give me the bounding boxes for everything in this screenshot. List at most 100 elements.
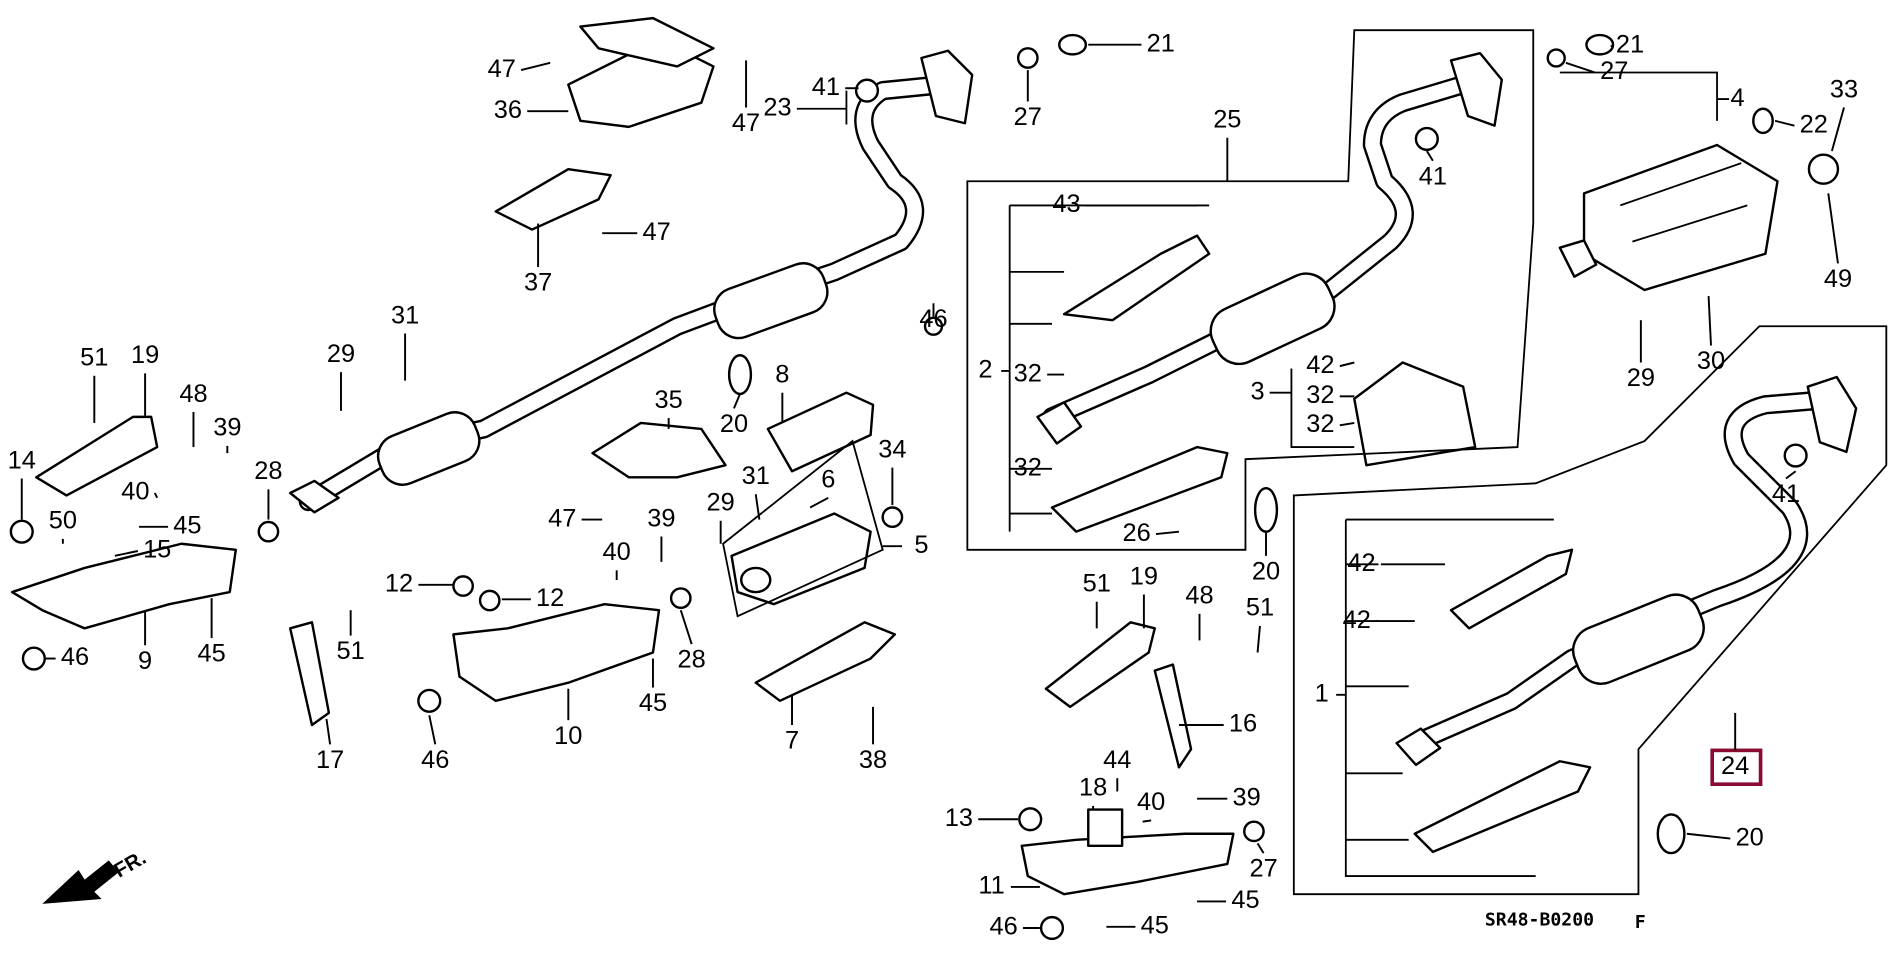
bracket-19-right[interactable] [1044,621,1156,709]
exhaust-pipe-24[interactable] [1395,375,1858,767]
callout-9[interactable]: 9 [138,647,152,675]
callout-10[interactable]: 10 [554,722,582,750]
callout-45[interactable]: 45 [1231,886,1259,914]
callout-13[interactable]: 13 [945,804,973,832]
callout-30[interactable]: 30 [1697,347,1725,375]
callout-6[interactable]: 6 [821,466,835,494]
rubber-mount-20[interactable] [727,33,1774,855]
callout-45[interactable]: 45 [173,512,201,540]
callout-12[interactable]: 12 [385,570,413,598]
callout-50[interactable]: 50 [49,507,77,535]
callout-41[interactable]: 41 [812,73,840,101]
bracket-18[interactable] [1087,808,1124,848]
callout-44[interactable]: 44 [1103,746,1131,774]
gaskets[interactable] [9,47,1840,941]
callout-48[interactable]: 48 [1185,582,1213,610]
callout-48[interactable]: 48 [179,380,207,408]
exhaust-pipe-11[interactable] [1020,832,1235,896]
callout-47[interactable]: 47 [732,109,760,137]
callout-32[interactable]: 32 [1306,381,1334,409]
callout-31[interactable]: 31 [391,301,419,329]
callout-21[interactable]: 21 [1616,31,1644,59]
callout-11[interactable]: 11 [978,872,1004,900]
callout-46[interactable]: 46 [421,746,449,774]
bracket-16[interactable] [1153,663,1193,769]
callout-43[interactable]: 43 [1052,190,1080,218]
callout-41[interactable]: 41 [1772,480,1800,508]
callout-40[interactable]: 40 [121,478,149,506]
callout-20[interactable]: 20 [1252,557,1280,585]
callout-19[interactable]: 19 [131,341,159,369]
callout-25[interactable]: 25 [1213,106,1241,134]
heat-shield-35[interactable] [591,421,727,479]
callout-8[interactable]: 8 [775,361,789,389]
callout-18[interactable]: 18 [1079,774,1107,802]
callout-40[interactable]: 40 [1137,788,1165,816]
callout-46[interactable]: 46 [919,305,947,333]
callout-47[interactable]: 47 [488,55,516,83]
stiffener-2[interactable] [1050,234,1229,533]
callout-20[interactable]: 20 [1736,823,1764,851]
callout-28[interactable]: 28 [254,457,282,485]
callout-32[interactable]: 32 [1014,359,1042,387]
callout-42[interactable]: 42 [1306,351,1334,379]
callout-2[interactable]: 2 [978,356,992,384]
bracket-19-left[interactable] [35,415,159,497]
heat-shield-36-top[interactable] [579,16,715,68]
callout-19[interactable]: 19 [1130,562,1158,590]
callout-51[interactable]: 51 [80,344,108,372]
callout-49[interactable]: 49 [1824,265,1852,293]
callout-51[interactable]: 51 [1083,570,1111,598]
callout-27[interactable]: 27 [1600,57,1628,85]
callout-27[interactable]: 27 [1014,103,1042,131]
callout-35[interactable]: 35 [655,386,683,414]
callout-23[interactable]: 23 [763,93,791,121]
callout-21[interactable]: 21 [1147,29,1175,57]
callout-38[interactable]: 38 [859,746,887,774]
callout-22[interactable]: 22 [1800,110,1828,138]
callout-29[interactable]: 29 [1627,364,1655,392]
callout-46[interactable]: 46 [990,913,1018,941]
callout-39[interactable]: 39 [647,504,675,532]
exhaust-pipe-23[interactable] [288,49,974,514]
callout-37[interactable]: 37 [524,269,552,297]
callout-1[interactable]: 1 [1315,680,1329,708]
callout-7[interactable]: 7 [785,727,799,755]
stiffener-1[interactable] [1413,548,1592,854]
callout-29[interactable]: 29 [707,489,735,517]
callout-51[interactable]: 51 [337,637,365,665]
callout-51[interactable]: 51 [1246,594,1274,622]
callout-36[interactable]: 36 [494,96,522,124]
callout-26[interactable]: 26 [1123,519,1151,547]
callout-39[interactable]: 39 [1233,783,1261,811]
bracket-17[interactable] [288,621,331,727]
callout-29[interactable]: 29 [327,340,355,368]
callout-34[interactable]: 34 [878,435,906,463]
callout-45[interactable]: 45 [639,689,667,717]
callout-17[interactable]: 17 [316,746,344,774]
exhaust-pipe-10[interactable] [452,602,661,703]
exhaust-pipe-25[interactable] [1036,51,1504,445]
exhaust-manifold-pipe-9[interactable] [10,542,237,630]
callout-4[interactable]: 4 [1731,84,1745,112]
callout-31[interactable]: 31 [742,462,770,490]
callout-33[interactable]: 33 [1830,75,1858,103]
callout-3[interactable]: 3 [1250,377,1264,405]
callout-39[interactable]: 39 [213,414,241,442]
callout-40[interactable]: 40 [603,538,631,566]
callout-45[interactable]: 45 [197,640,225,668]
callout-47[interactable]: 47 [548,504,576,532]
callout-46[interactable]: 46 [61,643,89,671]
callout-16[interactable]: 16 [1229,710,1257,738]
callout-27[interactable]: 27 [1249,855,1277,883]
callout-32[interactable]: 32 [1306,410,1334,438]
converter-5[interactable] [730,512,872,606]
converter-8[interactable] [766,391,875,473]
callout-24[interactable]: 24 [1721,752,1749,780]
callout-20[interactable]: 20 [720,410,748,438]
heat-shield-37[interactable] [494,167,612,231]
callout-15[interactable]: 15 [143,536,171,564]
callout-42[interactable]: 42 [1343,606,1371,634]
callout-32[interactable]: 32 [1014,454,1042,482]
heat-shield-7[interactable] [754,621,897,703]
